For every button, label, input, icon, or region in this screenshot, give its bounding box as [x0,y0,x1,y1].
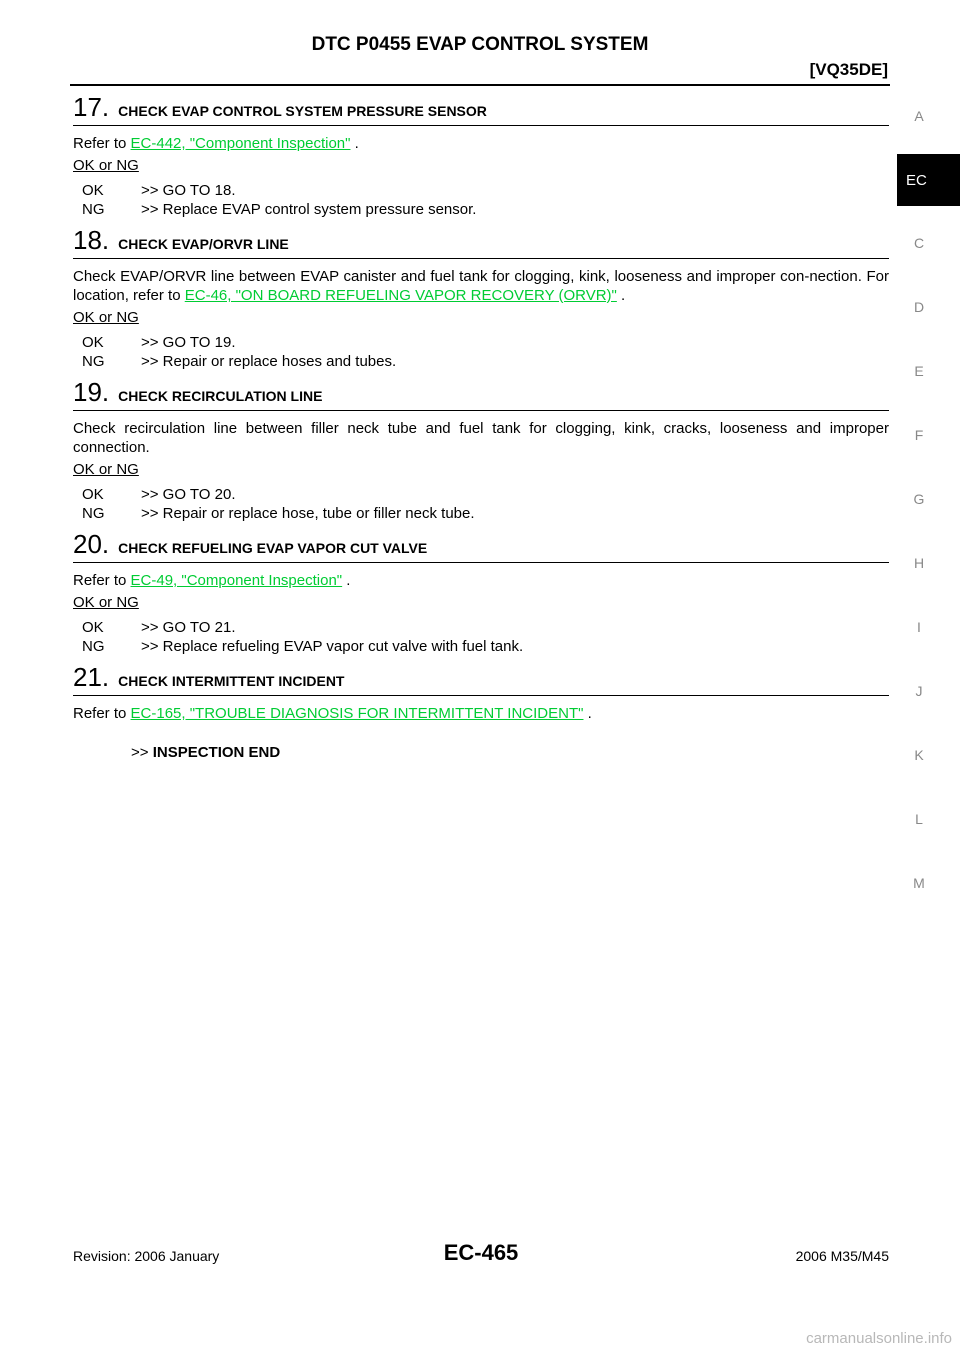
section-tab-active[interactable]: EC [897,154,960,206]
result-row: OK >> GO TO 18. [82,181,889,200]
step-title: CHECK INTERMITTENT INCIDENT [118,673,345,689]
instruction-suffix: . [616,287,626,304]
ok-or-ng-label: OK or NG [73,594,139,611]
instruction-suffix: . [350,135,359,152]
step-instruction: Refer to EC-165, "TROUBLE DIAGNOSIS FOR … [73,704,889,723]
reference-link[interactable]: EC-46, "ON BOARD REFUELING VAPOR RECOVER… [184,287,617,304]
instruction-text: Refer to [73,135,131,152]
model-text: 2006 M35/M45 [795,1248,889,1264]
step-number: 18. [73,225,110,255]
step-title: CHECK REFUELING EVAP VAPOR CUT VALVE [118,540,428,556]
result-row: NG >> Repair or replace hoses and tubes. [82,352,889,371]
result-list: OK >> GO TO 19. NG >> Repair or replace hos… [73,333,889,371]
instruction-text: Refer to [73,705,131,722]
section-tab-i[interactable]: I [917,619,921,635]
footer: Revision: 2006 January EC-465 2006 M35/M… [73,1240,889,1270]
step-title: CHECK EVAP CONTROL SYSTEM PRESSURE SENSO… [118,103,487,119]
step-instruction: Check EVAP/ORVR line between EVAP canist… [73,267,889,305]
result-code: OK [82,619,104,636]
section-tab-d[interactable]: D [913,299,925,315]
result-action: >> GO TO 20. [141,486,236,503]
reference-link[interactable]: EC-442, "Component Inspection" [130,135,351,152]
instruction-text: Check EVAP/ORVR line between EVAP canist… [73,268,889,304]
result-action: >> GO TO 19. [141,334,236,351]
result-action: >> Repair or replace hoses and tubes. [141,353,397,370]
result-row: NG >> Replace refueling EVAP vapor cut va… [82,637,889,656]
revision-text: Revision: 2006 January [73,1248,220,1264]
reference-link[interactable]: EC-165, "TROUBLE DIAGNOSIS FOR INTERMITT… [130,705,584,722]
ok-or-ng-label: OK or NG [73,461,139,478]
header-rule [70,84,890,86]
step-heading: 17. CHECK EVAP CONTROL SYSTEM PRESSURE SE… [73,92,889,126]
step-number: 19. [73,377,110,407]
result-list: OK >> GO TO 18. NG >> Replace EVAP control … [73,181,889,219]
step-number: 17. [73,92,110,122]
section-tab-m[interactable]: M [913,875,925,891]
result-code: NG [82,638,105,655]
reference-link[interactable]: EC-49, "Component Inspection" [130,572,343,589]
page-title: DTC P0455 EVAP CONTROL SYSTEM [311,34,649,55]
result-action: >> Replace refueling EVAP vapor cut valv… [141,638,524,655]
ok-or-ng-label: OK or NG [73,157,139,174]
result-row: NG >> Replace EVAP control system pressur… [82,200,889,219]
inspection-end: >> INSPECTION END [73,743,889,762]
result-code: OK [82,486,104,503]
step-instruction: Refer to EC-49, "Component Inspection" . [73,571,889,590]
section-tab-j[interactable]: J [915,683,923,699]
step-heading: 19. CHECK RECIRCULATION LINE [73,377,889,411]
result-list: OK >> GO TO 20. NG >> Repair or replace hos… [73,485,889,523]
step-number: 21. [73,662,110,692]
result-action: >> Repair or replace hose, tube or fille… [141,505,475,522]
result-code: NG [82,353,105,370]
step-0: 17. CHECK EVAP CONTROL SYSTEM PRESSURE SE… [73,92,889,219]
step-4: 21. CHECK INTERMITTENT INCIDENT Refer to E… [73,662,889,723]
instruction-text: Refer to [73,572,131,589]
result-row: OK >> GO TO 19. [82,333,889,352]
section-tab-l[interactable]: L [915,811,923,827]
step-title: CHECK RECIRCULATION LINE [118,388,323,404]
instruction-suffix: . [583,705,592,722]
result-code: OK [82,182,104,199]
result-row: OK >> GO TO 20. [82,485,889,504]
result-action: >> Replace EVAP control system pressure … [141,201,477,218]
section-tab-e[interactable]: E [914,363,924,379]
section-tab-h[interactable]: H [913,555,925,571]
section-tab-f[interactable]: F [914,427,924,443]
step-heading: 21. CHECK INTERMITTENT INCIDENT [73,662,889,696]
page-number: EC-465 [443,1240,519,1265]
section-tab-a[interactable]: A [914,108,924,124]
ok-or-ng-label: OK or NG [73,309,139,326]
step-instruction: Check recirculation line between filler … [73,419,889,457]
result-action: >> GO TO 18. [141,182,236,199]
step-heading: 20. CHECK REFUELING EVAP VAPOR CUT VALVE [73,529,889,563]
final-label: INSPECTION END [152,744,281,761]
result-code: OK [82,334,104,351]
step-number: 20. [73,529,110,559]
step-1: 18. CHECK EVAP/ORVR LINE Check EVAP/ORVR l… [73,225,889,371]
final-prefix: >> [131,744,153,761]
result-list: OK >> GO TO 21. NG >> Replace refueling EVA… [73,618,889,656]
result-row: NG >> Repair or replace hose, tube or fil… [82,504,889,523]
step-3: 20. CHECK REFUELING EVAP VAPOR CUT VALVE R… [73,529,889,656]
result-action: >> GO TO 21. [141,619,236,636]
step-instruction: Refer to EC-442, "Component Inspection" … [73,134,889,153]
section-tab-c[interactable]: C [913,235,925,251]
section-tab-k[interactable]: K [914,747,924,763]
watermark: carmanualsonline.info [806,1330,952,1347]
instruction-suffix: . [342,572,351,589]
content: 17. CHECK EVAP CONTROL SYSTEM PRESSURE SE… [73,86,889,762]
step-heading: 18. CHECK EVAP/ORVR LINE [73,225,889,259]
result-row: OK >> GO TO 21. [82,618,889,637]
model-tag: [VQ35DE] [809,60,888,79]
section-tab-g[interactable]: G [913,491,925,507]
result-code: NG [82,201,105,218]
step-2: 19. CHECK RECIRCULATION LINE Check recircu… [73,377,889,523]
result-code: NG [82,505,105,522]
step-title: CHECK EVAP/ORVR LINE [118,236,289,252]
instruction-text: Check recirculation line between filler … [73,420,889,456]
